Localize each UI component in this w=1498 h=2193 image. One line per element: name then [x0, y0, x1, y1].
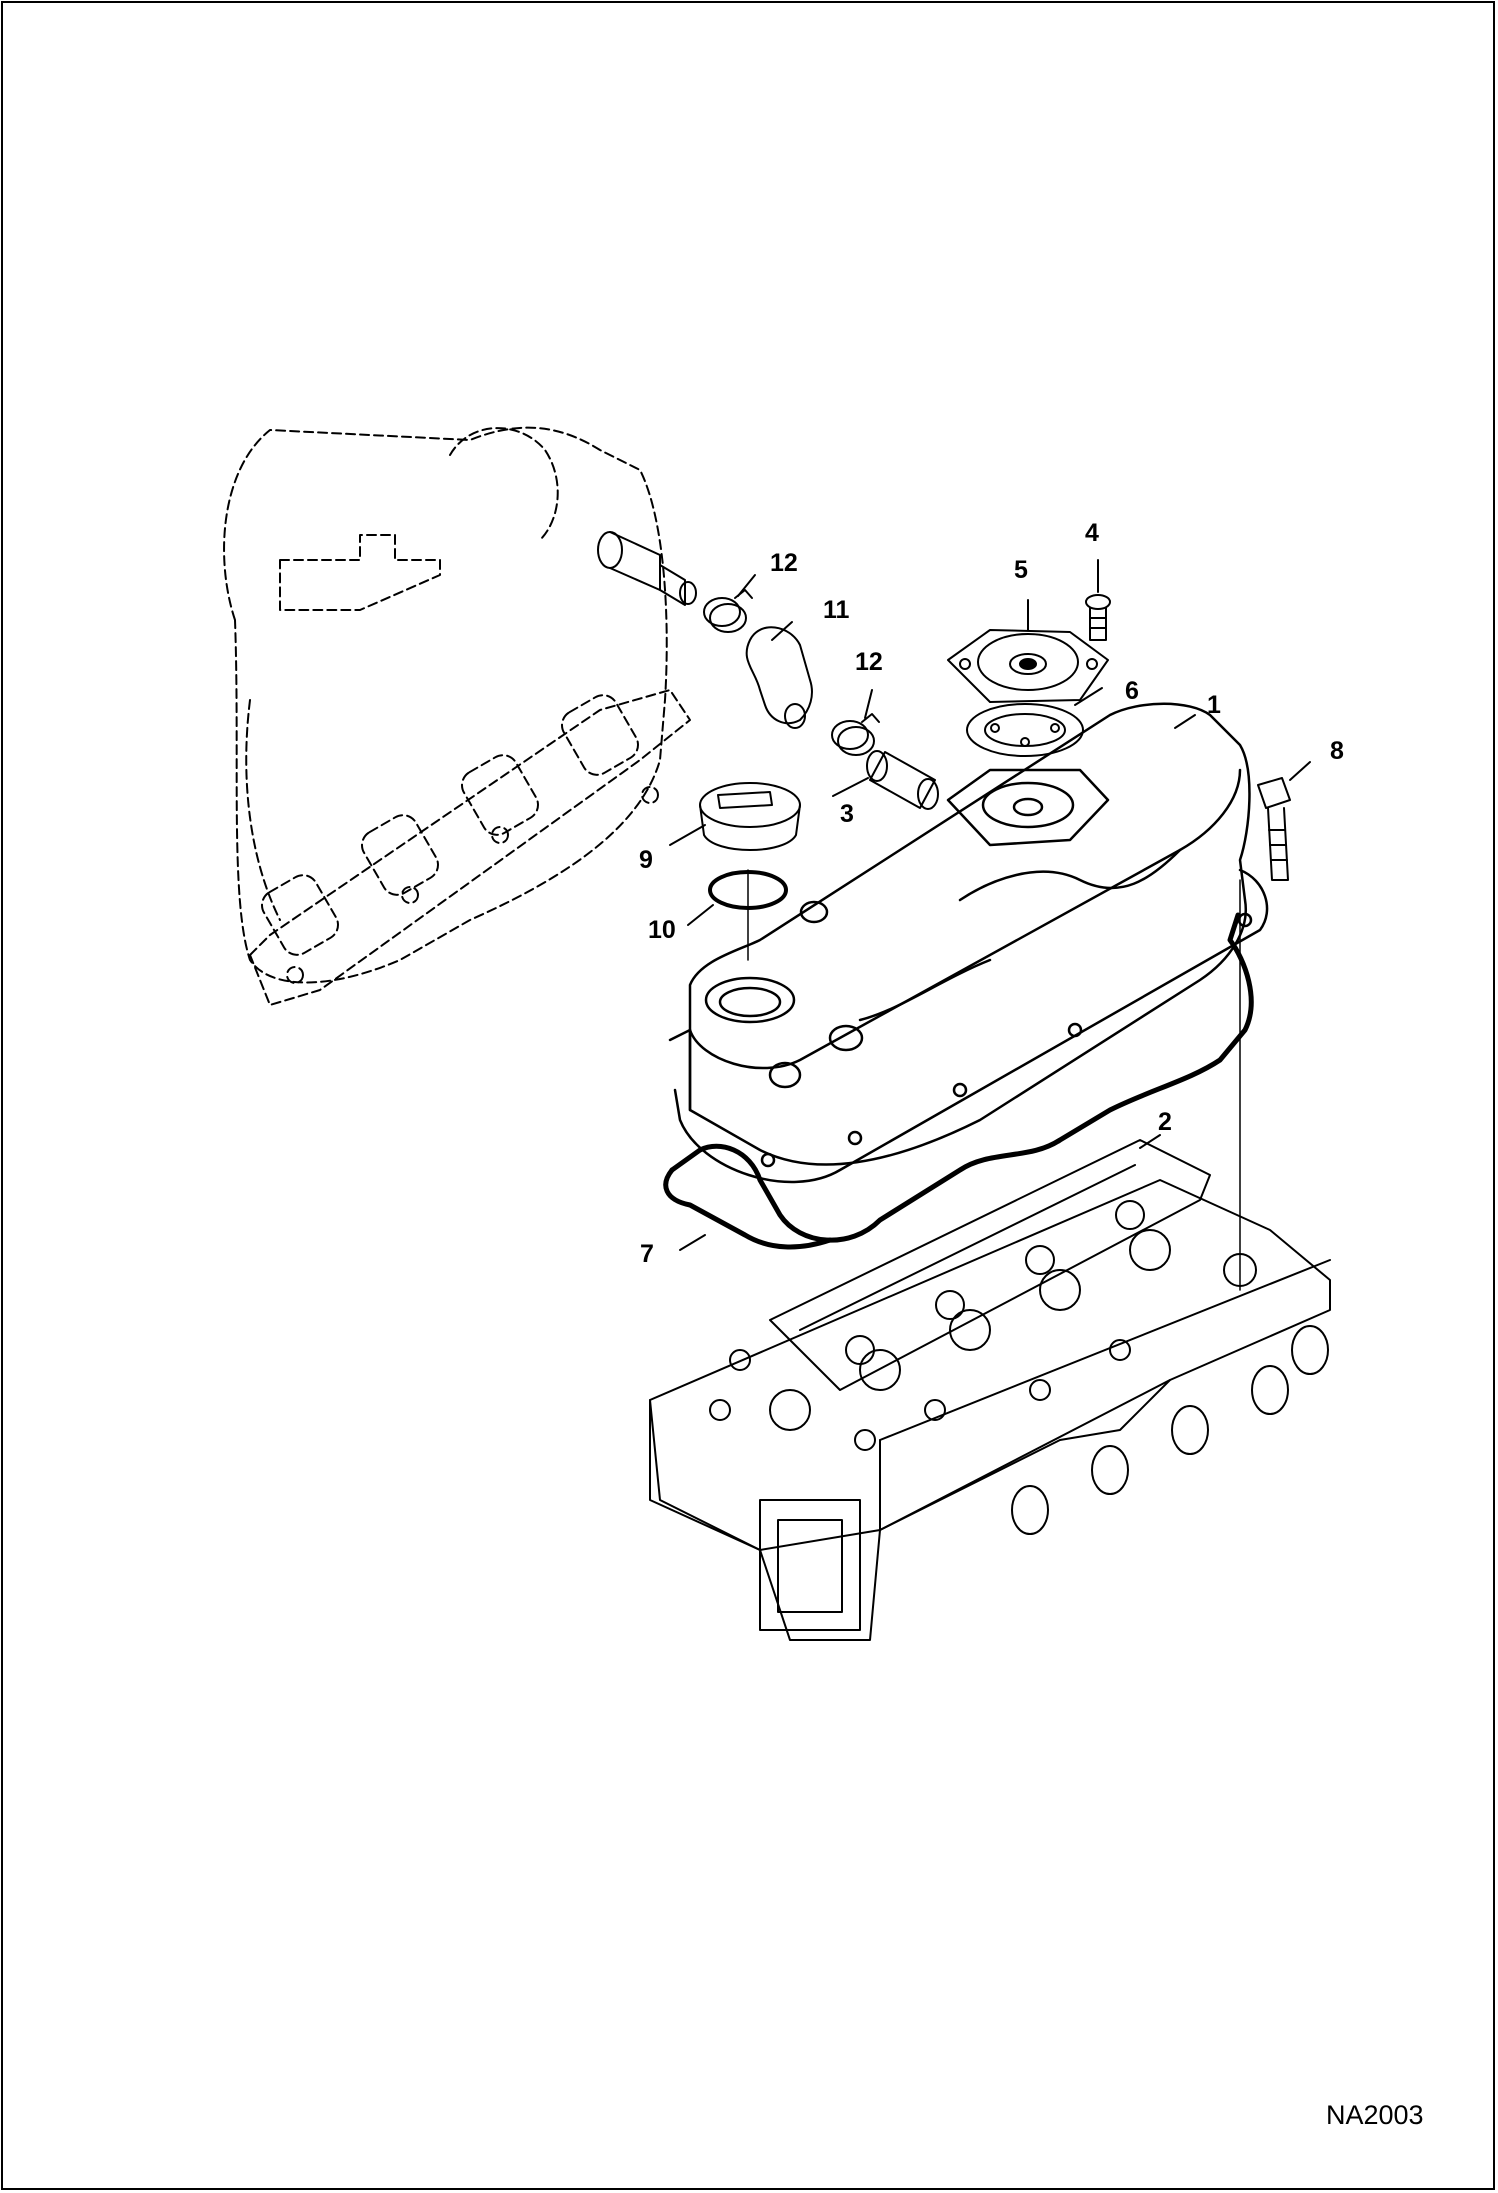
callout-1: 1	[1207, 691, 1221, 719]
callout-3: 3	[840, 800, 854, 828]
hose-clamp-lower	[831, 713, 880, 756]
valve-cover-gasket-edge	[663, 1167, 833, 1250]
callout-2: 2	[1158, 1108, 1172, 1136]
valve-cover-gasket	[669, 912, 1254, 1243]
callout-4: 4	[1085, 519, 1099, 547]
callout-labels: 1 2 3 4 5 6 7 8 9 10 11 12 12	[639, 519, 1344, 1268]
valve-cover-bolt	[1257, 777, 1291, 881]
breather-cover	[947, 629, 1109, 703]
figure-code: NA2003	[1326, 2100, 1424, 2130]
breather-hose	[745, 626, 813, 725]
callout-6: 6	[1125, 677, 1139, 705]
head-gasket	[769, 1139, 1211, 1391]
breather-cover-bolt	[1085, 594, 1111, 641]
callout-10: 10	[648, 916, 676, 944]
callout-5: 5	[1014, 556, 1028, 584]
callout-11: 11	[823, 596, 850, 624]
breather-diaphragm	[966, 703, 1084, 757]
breather-pipe	[866, 750, 939, 810]
hose-clamp-upper	[703, 589, 753, 633]
callout-8: 8	[1330, 737, 1344, 765]
valve-cover	[668, 702, 1269, 1184]
callout-9: 9	[639, 846, 653, 874]
callout-12-upper: 12	[770, 549, 798, 577]
callout-12-lower: 12	[855, 648, 883, 676]
cylinder-head	[649, 1179, 1331, 1641]
oil-filler-cap	[699, 782, 801, 851]
leader-lines	[669, 559, 1311, 1251]
callout-7: 7	[640, 1240, 654, 1268]
exhaust-manifold	[223, 426, 691, 1006]
breather-fitting	[597, 531, 697, 606]
